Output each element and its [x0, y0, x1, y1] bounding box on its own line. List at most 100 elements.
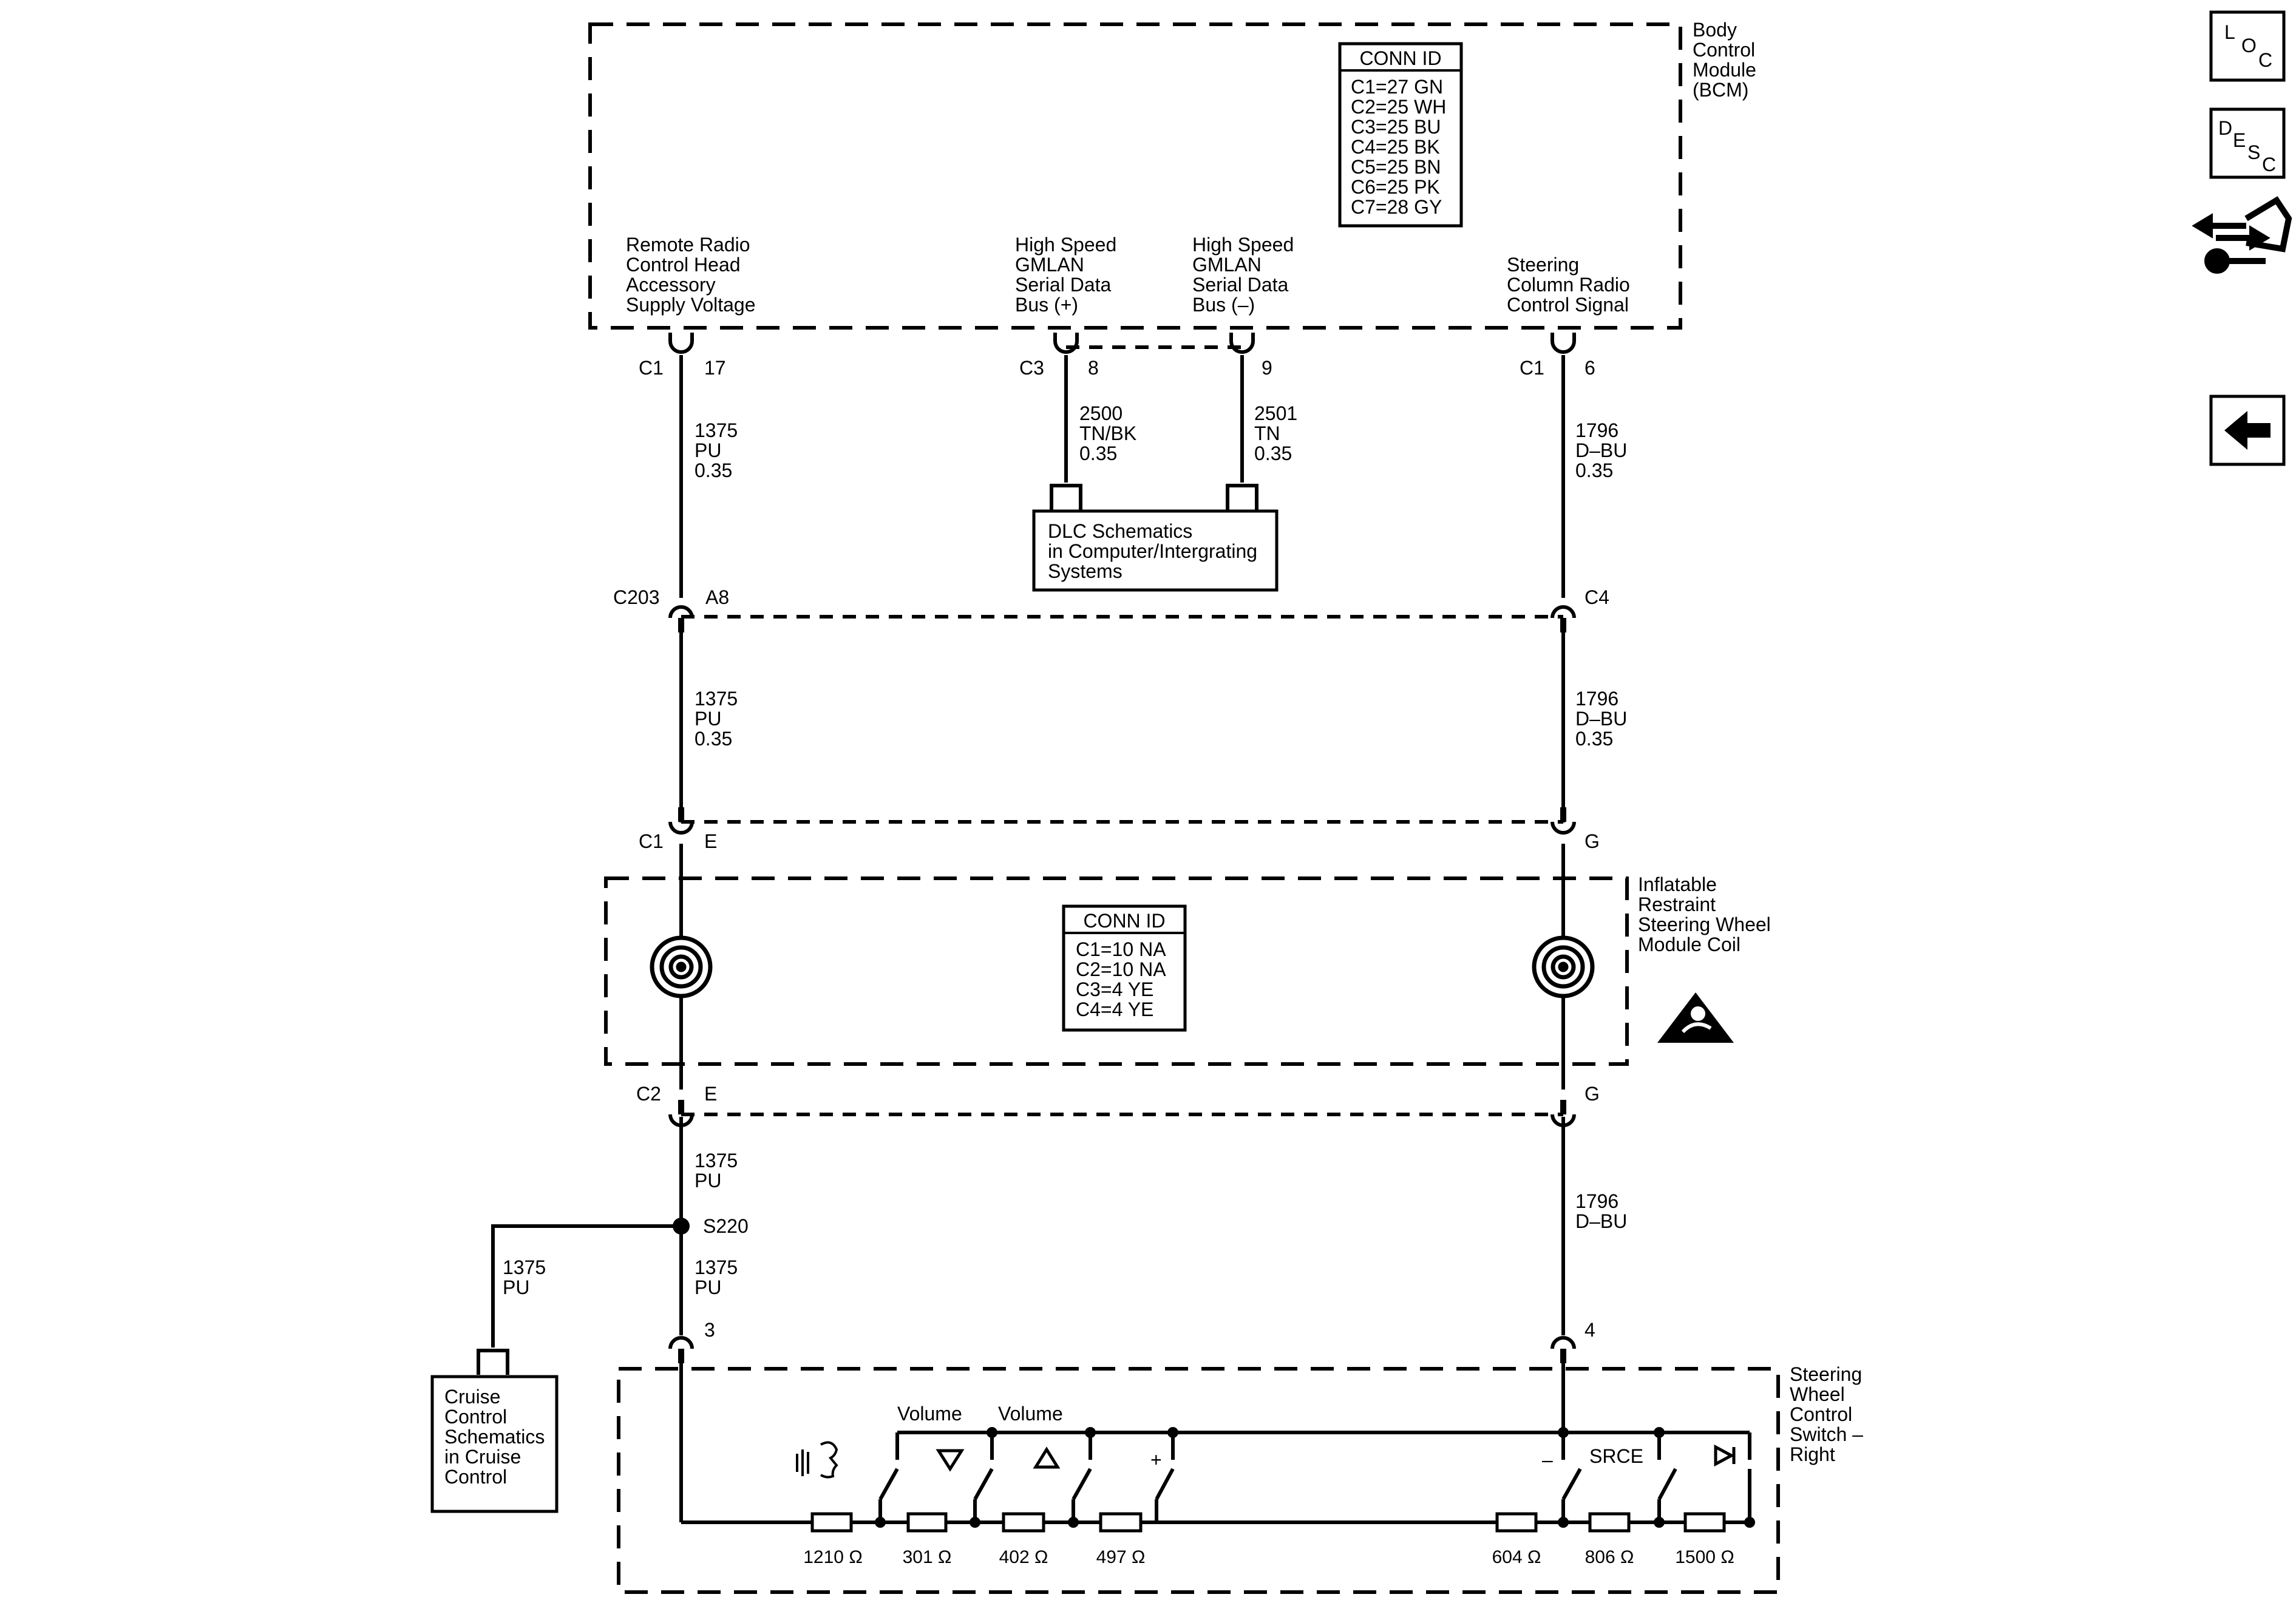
- c3-8-pin: 8: [1088, 357, 1099, 379]
- c3-8-conn: C3: [1019, 357, 1044, 379]
- cruise-control-box[interactable]: Cruise Control Schematics in Cruise Cont…: [430, 1375, 559, 1513]
- resistor-1210-label: 1210 Ω: [803, 1547, 863, 1567]
- back-arrow-icon: [2224, 411, 2271, 450]
- resistor-301: [906, 1512, 948, 1533]
- desc-letter-d: D: [2218, 117, 2232, 139]
- clockspring-left-icon: [650, 935, 713, 998]
- plus-label: +: [1150, 1449, 1162, 1471]
- connector-labels: C1 17 C3 8 9 C1 6 C203 A8 C4 C1 E G C2 E…: [613, 357, 1609, 1341]
- clockspring-right-icon: [1532, 935, 1595, 998]
- desc-button[interactable]: D E S C: [2209, 107, 2286, 179]
- steering-wheel-control-switch: Steering Wheel Control Switch – Right: [617, 1363, 1869, 1594]
- volume-down-label: Volume: [897, 1403, 962, 1425]
- desc-letter-s: S: [2247, 141, 2260, 163]
- switch-pin-3: 3: [704, 1319, 715, 1341]
- switch-junctions: [875, 1427, 1755, 1528]
- bcm-module: Body Control Module (BCM) CONN ID C1=27 …: [588, 19, 1762, 330]
- c1-17-conn: C1: [639, 357, 664, 379]
- c203-conn: C203: [613, 586, 660, 608]
- diagnostic-connector-icon[interactable]: [2192, 196, 2292, 274]
- loc-letter-l: L: [2224, 21, 2235, 43]
- connector-g-bottom: [1550, 1114, 1576, 1127]
- bcm-conn-id-list: C1=27 GN C2=25 WH C3=25 BU C4=25 BK C5=2…: [1351, 76, 1452, 218]
- resistor-labels: 1210 Ω 301 Ω 402 Ω 497 Ω 604 Ω 806 Ω 150…: [803, 1547, 1734, 1567]
- back-button[interactable]: [2209, 395, 2286, 466]
- coil-conn-id-table: CONN ID C1=10 NA C2=10 NA C3=4 YE C4=4 Y…: [1062, 904, 1187, 1032]
- connector-c1-17: [668, 333, 694, 354]
- wire-label-1796-a: 1796 D–BU 0.35: [1575, 419, 1632, 481]
- wire-label-1375-a: 1375 PU 0.35: [695, 419, 743, 481]
- airbag-warning-icon: [1657, 992, 1734, 1043]
- coil-top-left-conn: C1: [639, 830, 664, 852]
- nav-icons: L O C D E S C: [2192, 10, 2292, 466]
- coil-name: Inflatable Restraint Steering Wheel Modu…: [1638, 873, 1776, 955]
- wire-label-2500: 2500 TN/BK 0.35: [1079, 402, 1142, 464]
- connectors: [477, 333, 1576, 1375]
- bcm-conn-id-table: CONN ID C1=27 GN C2=25 WH C3=25 BU C4=25…: [1338, 42, 1463, 228]
- coil-conn-id-title: CONN ID: [1083, 910, 1165, 932]
- wire-label-1375-b: 1375 PU 0.35: [695, 688, 743, 750]
- loc-button[interactable]: L O C: [2209, 10, 2286, 82]
- switch-name: Steering Wheel Control Switch – Right: [1790, 1363, 1869, 1465]
- resistor-497-label: 497 Ω: [1096, 1547, 1146, 1567]
- bcm-pin-remote-label: Remote Radio Control Head Accessory Supp…: [626, 234, 756, 316]
- coil-conn-id-list: C1=10 NA C2=10 NA C3=4 YE C4=4 YE: [1076, 938, 1170, 1020]
- connector-c4: [1550, 605, 1576, 619]
- minus-label: –: [1542, 1449, 1553, 1471]
- dlc-fork-2500: [1050, 484, 1082, 510]
- connector-c2-e: [668, 1114, 694, 1127]
- dlc-box-text: DLC Schematics in Computer/Intergrating …: [1048, 520, 1263, 582]
- connector-c1-e: [668, 821, 694, 835]
- switch-pin-4: 4: [1584, 1319, 1595, 1341]
- resistor-604-label: 604 Ω: [1492, 1547, 1541, 1567]
- volume-up-icon: [1033, 1446, 1061, 1469]
- wire-1375-cruise-branch: [491, 1224, 681, 1348]
- resistor-1500: [1683, 1512, 1726, 1533]
- connector-c3-8: [1053, 333, 1079, 354]
- dlc-schematics-box[interactable]: DLC Schematics in Computer/Intergrating …: [1032, 509, 1279, 592]
- volume-down-icon: [936, 1449, 965, 1472]
- resistor-402: [1002, 1512, 1045, 1533]
- c1-6-conn: C1: [1520, 357, 1544, 379]
- connector-g-top: [1550, 821, 1576, 835]
- volume-up-label: Volume: [998, 1403, 1063, 1425]
- desc-letter-c: C: [2262, 154, 2276, 175]
- coil-bot-right-pin: G: [1584, 1083, 1600, 1105]
- resistor-806: [1588, 1512, 1631, 1533]
- splice-s220: [673, 1218, 690, 1235]
- bcm-pin-steering-label: Steering Column Radio Control Signal: [1507, 254, 1635, 316]
- cruise-fork: [477, 1349, 509, 1375]
- c203-pin: A8: [705, 586, 729, 608]
- resistor-1500-label: 1500 Ω: [1675, 1547, 1734, 1567]
- dlc-fork-2501: [1226, 484, 1258, 510]
- wire-label-1375-c: 1375 PU: [695, 1150, 743, 1192]
- resistor-497: [1099, 1512, 1143, 1533]
- connector-pin-9: [1229, 333, 1255, 354]
- c4-pin: C4: [1584, 586, 1609, 608]
- wire-label-1375-d: 1375 PU: [695, 1256, 743, 1298]
- c1-6-pin: 6: [1584, 357, 1595, 379]
- wire-label-1796-c: 1796 D–BU: [1575, 1190, 1627, 1232]
- connector-c1-6: [1550, 333, 1576, 354]
- wire-label-1375-e: 1375 PU: [503, 1256, 551, 1298]
- resistor-806-label: 806 Ω: [1585, 1547, 1634, 1567]
- cruise-box-text: Cruise Control Schematics in Cruise Cont…: [444, 1386, 550, 1488]
- steering-wheel-coil-module: CONN ID C1=10 NA C2=10 NA C3=4 YE C4=4 Y…: [604, 873, 1776, 1066]
- voice-command-icon: [796, 1441, 838, 1479]
- bcm-name: Body Control Module (BCM): [1693, 19, 1762, 101]
- connector-pin-4: [1550, 1336, 1576, 1349]
- pin-9: 9: [1262, 357, 1272, 379]
- loc-letter-c: C: [2258, 49, 2272, 71]
- resistor-301-label: 301 Ω: [903, 1547, 952, 1567]
- coil-top-right-pin: G: [1584, 830, 1600, 852]
- wires: [491, 345, 1565, 1522]
- wire-label-1796-b: 1796 D–BU 0.35: [1575, 688, 1632, 750]
- splice-label: S220: [703, 1215, 749, 1237]
- srce-label: SRCE: [1589, 1445, 1643, 1467]
- resistor-604: [1495, 1512, 1538, 1533]
- resistor-1210: [810, 1512, 853, 1533]
- bcm-conn-id-title: CONN ID: [1359, 47, 1441, 69]
- bcm-pin-gmlan-pos-label: High Speed GMLAN Serial Data Bus (+): [1015, 234, 1122, 316]
- coil-bot-left-conn: C2: [636, 1083, 661, 1105]
- connector-c203-a8: [668, 605, 694, 619]
